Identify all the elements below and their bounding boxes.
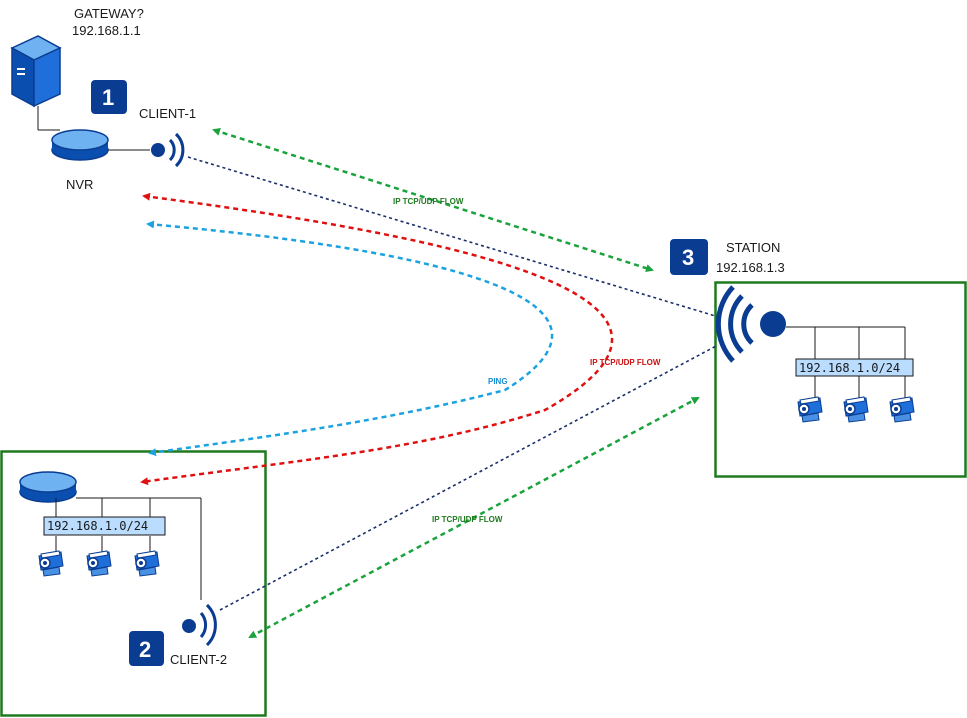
gateway-title: GATEWAY?: [74, 6, 144, 21]
client2-camera-2-icon: [86, 550, 112, 577]
station-camera-2-icon: [843, 396, 869, 423]
station-group-box: [714, 281, 967, 478]
link-client2-station: [219, 344, 719, 611]
flow-label-client2-station: IP TCP/UDP FLOW: [432, 515, 503, 524]
station-antenna-icon: [715, 285, 786, 363]
station-subnet: 192.168.1.0/24: [799, 361, 900, 375]
client2-badge-number: 2: [139, 637, 151, 662]
client1-badge-number: 1: [102, 85, 114, 110]
client2-camera-1-icon: [38, 550, 64, 577]
client1-label: CLIENT-1: [139, 106, 196, 121]
client2-antenna-icon: [182, 603, 217, 647]
flow-ping: [146, 220, 554, 457]
nvr-icon: [51, 129, 109, 161]
station-badge-number: 3: [682, 245, 694, 270]
station-badge: 3: [670, 239, 708, 275]
client2-nvr-icon: [19, 471, 77, 503]
station-subnet-box: [795, 358, 914, 377]
client1-antenna-icon: [151, 132, 185, 168]
flow-client2-station: [248, 396, 700, 639]
client2-label: CLIENT-2: [170, 652, 227, 667]
gateway-ip: 192.168.1.1: [72, 23, 141, 38]
station-label: STATION: [726, 240, 780, 255]
nvr-label: NVR: [66, 177, 93, 192]
station-bus: [786, 326, 906, 398]
flow-station-nvr: [140, 192, 614, 486]
flow-label-client1-station: IP TCP/UDP FLOW: [393, 197, 464, 206]
client2-subnet: 192.168.1.0/24: [47, 519, 148, 533]
client2-badge: 2: [129, 631, 164, 666]
client1-badge: 1: [91, 80, 127, 114]
flow-label-ping: PING: [488, 377, 508, 386]
station-camera-1-icon: [797, 396, 823, 423]
client2-subnet-box: [43, 516, 166, 536]
gateway-server-icon: [10, 35, 62, 108]
flow-client1-station: [212, 128, 654, 272]
client2-bus: [55, 497, 202, 600]
client2-camera-3-icon: [134, 550, 160, 577]
station-ip: 192.168.1.3: [716, 260, 785, 275]
station-camera-3-icon: [889, 396, 915, 423]
flow-label-station-nvr: IP TCP/UDP FLOW: [590, 358, 661, 367]
